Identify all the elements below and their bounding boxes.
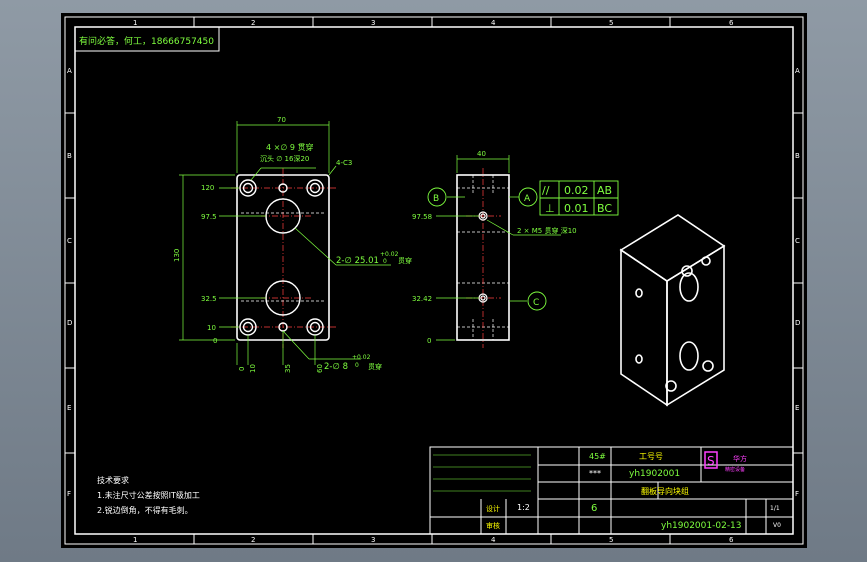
zone-col-6-top: 6 [729,19,734,27]
front-dim-height: 130 [173,249,181,262]
tech-notes-title: 技术要求 [97,475,129,485]
front-note-chamfer: 4-C3 [336,159,352,167]
front-x-tick-35: 35 [284,364,292,373]
zone-row-a-right: A [795,67,800,75]
zone-col-2-top: 2 [251,19,255,27]
zone-row-f-right: F [795,490,799,498]
tb-drawing-no: yh1902001-02-13 [661,521,742,531]
sheet-outer-border [64,16,804,545]
tb-version: V0 [773,522,781,529]
tb-check-label: 审核 [486,521,500,530]
tol-2-datum: BC [597,202,612,215]
front-note-holes-1: 4 ×∅ 9 贯穿 [266,142,313,152]
zone-row-a-left: A [67,67,72,75]
front-hole-tl [239,179,257,197]
front-y-tick-120: 120 [201,184,214,192]
tolerance-frame [539,180,619,216]
tb-material: 45# [589,452,606,461]
zone-col-4-top: 4 [491,19,496,27]
zone-row-b-left: B [67,152,72,160]
side-y-tick-0: 0 [427,337,431,345]
zone-col-6-bottom: 6 [729,536,734,544]
front-dim-width: 70 [277,116,286,124]
tb-drawing-name: 翻板导向块组 [641,486,689,496]
zone-col-5-bottom: 5 [609,536,613,544]
tb-company-line2: 精密设备 [725,466,745,473]
zone-row-e-right: E [795,404,799,412]
tb-part-no: yh1902001 [629,469,680,479]
zone-row-c-left: C [67,237,72,245]
tol-1-symbol: // [542,184,550,197]
front-note-pin-suffix: 贯穿 [368,362,382,371]
zone-ticks [65,17,803,544]
front-hole-tr [306,179,324,197]
datum-a-circle [518,187,538,207]
front-note-holes-2: 沉头 ∅ 16深20 [260,154,309,163]
zone-col-2-bottom: 2 [251,536,255,544]
title-block [429,446,794,535]
side-note-thread: 2 × M5 贯穿 深10 [517,226,577,235]
tb-stars: *** [589,469,601,478]
side-dim-width: 40 [477,150,486,158]
front-note-pin-tol: +0.02 [352,354,371,361]
zone-col-1-bottom: 1 [133,536,137,544]
zone-col-5-top: 5 [609,19,613,27]
tb-company-line1: 华方 [733,454,747,463]
tol-2-value: 0.01 [564,202,589,215]
header-note-box [74,26,220,52]
side-y-tick-97: 97.58 [412,213,432,221]
datum-b-circle [427,187,447,207]
isometric-view [619,214,726,407]
front-y-tick-0: 0 [213,337,217,345]
tb-sheet: 1/1 [770,505,780,512]
datum-b-label: B [433,194,439,204]
zone-row-f-left: F [67,490,71,498]
front-note-bore: 2-∅ 25.01 [336,256,379,266]
tol-1-datum: AB [597,184,612,197]
zone-row-c-right: C [795,237,800,245]
tol-1-value: 0.02 [564,184,589,197]
zone-col-4-bottom: 4 [491,536,496,544]
front-x-tick-0: 0 [238,367,246,371]
front-note-bore-suffix: 贯穿 [398,256,412,265]
front-view: 70 130 4 ×∅ 9 贯穿 沉头 ∅ 16深20 4-C3 2-∅ 25.… [173,116,412,373]
drawing-canvas: 1 2 3 4 5 6 1 2 3 4 5 6 A B C D E F A B … [64,16,804,545]
zone-row-e-left: E [67,404,71,412]
front-note-bore-tol2: 0 [383,258,387,265]
side-y-tick-32: 32.42 [412,295,432,303]
front-pin-top [278,183,288,193]
zone-col-3-bottom: 3 [371,536,375,544]
zone-col-1-top: 1 [133,19,137,27]
tb-part-label: 工号号 [639,452,663,461]
tech-notes-line2: 2.锐边倒角，不得有毛刺。 [97,505,193,515]
front-y-tick-10: 10 [207,324,216,332]
tech-notes-line1: 1.未注尺寸公差按照IT级加工 [97,490,200,500]
front-y-tick-97: 97.5 [201,213,217,221]
front-note-pin: 2-∅ 8 [324,362,348,372]
front-note-pin-tol2: 0 [355,362,359,369]
datum-a-label: A [524,194,531,204]
svg-text:S: S [707,454,715,468]
zone-row-d-left: D [67,319,72,327]
zone-row-d-right: D [795,319,800,327]
tb-scale: 1:2 [517,503,530,512]
front-x-tick-60: 60 [316,364,324,373]
company-logo: S 华方 精密设备 [704,451,747,473]
zone-col-3-top: 3 [371,19,375,27]
tol-2-symbol: ⊥ [545,202,555,215]
side-view: 40 97.58 32.42 0 2 × M5 贯穿 深10 B A C // … [412,150,619,348]
cad-viewport[interactable]: 1 2 3 4 5 6 1 2 3 4 5 6 A B C D E F A B … [61,13,807,548]
datum-c-circle [527,291,547,311]
front-note-bore-tol: +0.02 [380,251,399,258]
front-x-tick-10: 10 [249,364,257,373]
tb-sig-label: 设计 [486,504,500,513]
header-note: 有问必答，何工，18666757450 [79,35,214,47]
side-outline [456,174,510,341]
zone-row-b-right: B [795,152,800,160]
datum-c-label: C [533,298,539,308]
front-y-tick-32: 32.5 [201,295,217,303]
tb-quantity: 6 [591,503,597,514]
